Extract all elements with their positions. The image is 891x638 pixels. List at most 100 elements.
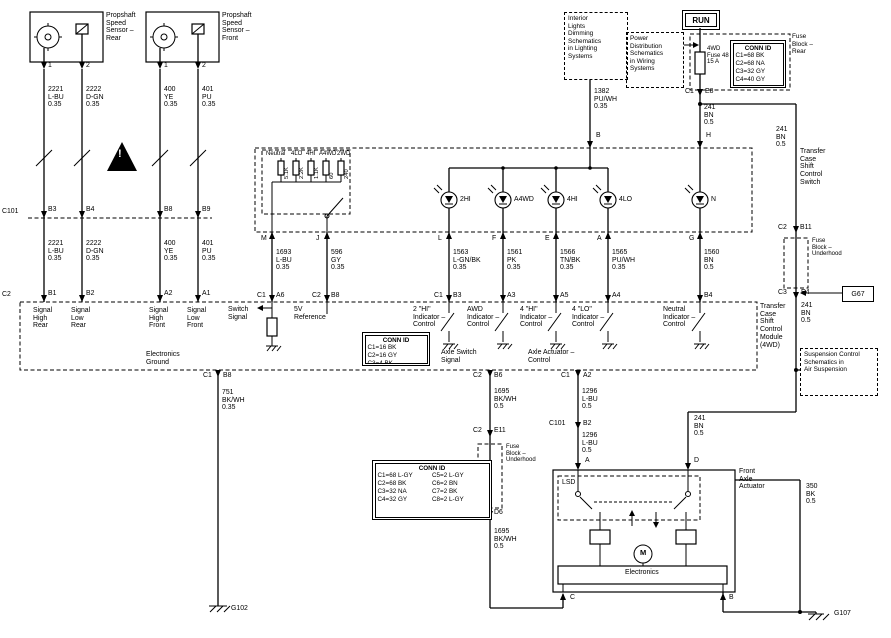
res-1k1: 1.1K (314, 167, 320, 179)
pin-b4: B4 (86, 206, 95, 213)
power-distribution-note: Power Distribution Schematics in Wiring … (626, 32, 684, 88)
pin-c2-b6-l: C2 (473, 372, 482, 379)
lsd-label: LSD (562, 479, 576, 486)
wire-1560: 1560 BN 0.5 (704, 249, 720, 272)
conn-row: C8=2 L-GY (432, 496, 464, 504)
fn-4hi-indicator: 4 "HI" Indicator – Control (520, 306, 553, 329)
run-ignition-box: RUN (682, 10, 720, 30)
pin-c3-d6-r: D6 (494, 509, 503, 516)
pin-c1-a6-r: A6 (276, 292, 285, 299)
pin-b2: B2 (86, 290, 95, 297)
fuse-block-rear-label: Fuse Block – Rear (792, 33, 813, 56)
pin-c3-e4-l: C3 (778, 289, 787, 296)
wire-1563: 1563 L-GN/BK 0.35 (453, 249, 481, 272)
junction-dot (798, 610, 802, 614)
conn-row: C3=32 GY (735, 67, 766, 75)
switch-internals (271, 158, 344, 232)
wire-241-d: 241 BN 0.5 (694, 415, 706, 438)
interior-lights-note-text: Interior Lights Dimming Schematics in Li… (568, 15, 602, 60)
led-4lo-label: 4LO (619, 196, 633, 203)
pin-c1-e8-r: E8 (705, 88, 714, 95)
conn-row: C2=16 GY (367, 351, 398, 359)
wire-350: 350 BK 0.5 (806, 483, 818, 506)
fn-neutral-indicator: Neutral Indicator – Control (663, 306, 696, 329)
propshaft-sensor-front-box (145, 11, 220, 63)
conn-id-header: CONN ID (418, 464, 446, 472)
led-2hi-label: 2HI (460, 196, 471, 203)
pin-a-actuator: A (585, 457, 590, 464)
led-emit-arrows (433, 184, 694, 194)
conn-id-module: CONN ID C1=16 BK C2=16 GY C3=4 BK (362, 332, 430, 366)
pin-c1-b3-l: C1 (434, 292, 443, 299)
actuator-internals (562, 470, 724, 592)
conn-row: C1=68 BK (735, 51, 765, 59)
led-icons (440, 191, 709, 209)
wire-401-a: 401 PU 0.35 (202, 86, 216, 109)
selector-resistor-box (261, 149, 351, 215)
selector-pivot-icon (324, 213, 330, 219)
pin-c2-b6-r: B6 (494, 372, 503, 379)
fn-axle-switch-signal: Axle Switch Signal (441, 349, 477, 364)
pin-a4: A4 (612, 292, 621, 299)
pin-b1: B1 (48, 290, 57, 297)
sw-pos-neutral: Neutral (266, 151, 286, 157)
led-4hi-icon (547, 191, 565, 209)
wire-runs (43, 28, 817, 614)
wire-1565: 1565 PU/WH 0.35 (612, 249, 635, 272)
gear-icon (152, 25, 176, 49)
interior-lights-note: Interior Lights Dimming Schematics in Li… (564, 12, 628, 80)
pin-c1-a2-l: C1 (561, 372, 570, 379)
conn-row: C1=68 L-GY (377, 471, 413, 479)
wire-2221-b: 2221 L-BU 0.35 (48, 240, 64, 263)
pin-e: E (545, 235, 550, 242)
junction-dot (698, 102, 702, 106)
module-title: Transfer Case Shift Control Module (4WD) (760, 303, 786, 349)
ground-g102-icon (209, 605, 231, 613)
wire-2221-a: 2221 L-BU 0.35 (48, 86, 64, 109)
fn-signal-high-front: Signal High Front (149, 307, 169, 330)
conn-row: C4=40 GY (735, 76, 766, 84)
reference-arrow-lines (684, 44, 842, 294)
led-4hi-label: 4HI (567, 196, 578, 203)
pin-m: M (261, 235, 267, 242)
pin-c2-e11-r: E11 (494, 427, 506, 434)
fuse-icon (694, 51, 706, 75)
pin-1-rear: 1 (48, 62, 52, 69)
dashed-boxes (19, 33, 809, 521)
pin-a1: A1 (202, 290, 211, 297)
wire-751: 751 BK/WH 0.35 (222, 389, 245, 412)
conn-row: C7=2 BK (432, 487, 458, 495)
module-resistor-icon (266, 317, 278, 337)
g67-reference-box: G67 (842, 286, 874, 302)
pin-c-actuator: C (570, 594, 575, 601)
junction-dot (794, 368, 798, 372)
res-5k1: 5.1K (284, 167, 290, 179)
fn-2hi-indicator: 2 "HI" Indicator – Control (413, 306, 446, 329)
conn-row: C1=16 BK (367, 343, 397, 351)
pin-c1-b8-l: C1 (203, 372, 212, 379)
suspension-control-note-text: Suspension Control Schematics in Air Sus… (804, 351, 860, 374)
fuseblock-underhood-right: Fuse Block – Underhood (812, 238, 842, 258)
pin-markers (41, 42, 806, 614)
actuator-component-left (589, 529, 611, 545)
wire-1695-b: 1695 BK/WH 0.5 (494, 528, 517, 551)
wire-1296-a: 1296 L-BU 0.5 (582, 388, 598, 411)
ground-g102-label: G102 (231, 605, 248, 612)
fuseblock-underhood-mid: Fuse Block – Underhood (506, 444, 536, 464)
wire-596: 596 GY 0.35 (331, 249, 345, 272)
wire-1693: 1693 L-BU 0.35 (276, 249, 292, 272)
fn-5v-reference: 5V Reference (294, 306, 326, 321)
conn-row: C5=2 L-GY (432, 471, 464, 479)
fn-signal-high-rear: Signal High Rear (33, 307, 53, 330)
internal-symbols (35, 44, 842, 621)
pin-b3: B3 (48, 206, 57, 213)
pin-c1-e8-l: C1 (685, 88, 694, 95)
fuse-4wd-label: 4WD Fuse 48 15 A (707, 46, 729, 66)
fn-switch-signal: Switch Signal (228, 306, 249, 321)
pin-c3-e4-r: E4 (801, 289, 810, 296)
wire-400-b: 400 YE 0.35 (164, 240, 178, 263)
pin-c2-e11-l: C2 (473, 427, 482, 434)
ground-g107-label: G107 (834, 610, 851, 617)
wire-241-b: 241 BN 0.5 (776, 126, 788, 149)
